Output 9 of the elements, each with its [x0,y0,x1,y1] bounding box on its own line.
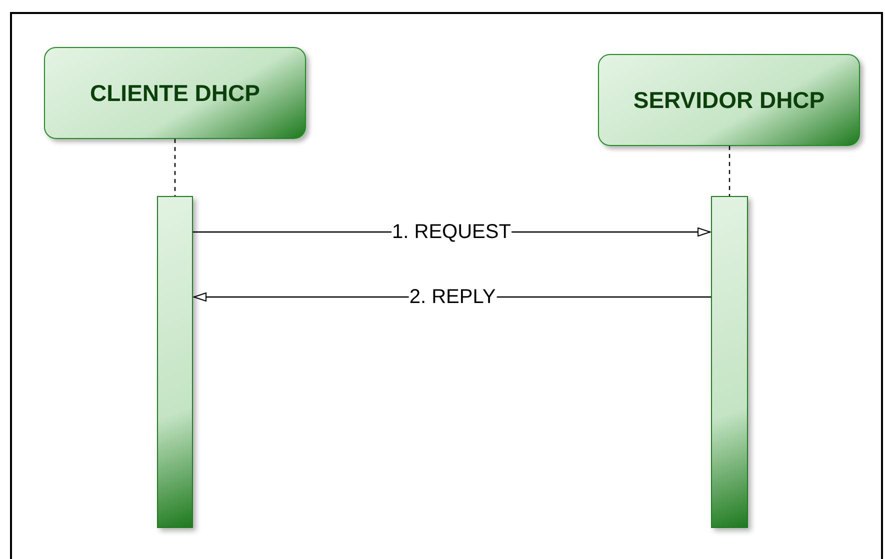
participant-label: CLIENTE DHCP [90,78,260,108]
participant-label: SERVIDOR DHCP [633,86,825,115]
participant-box [44,47,306,139]
activation-bar [157,196,193,528]
participant-box [598,54,860,146]
activation-bar [711,196,748,528]
lifeline [174,139,176,196]
lifeline [728,146,730,196]
edge-label: 1. REQUEST [391,221,512,243]
